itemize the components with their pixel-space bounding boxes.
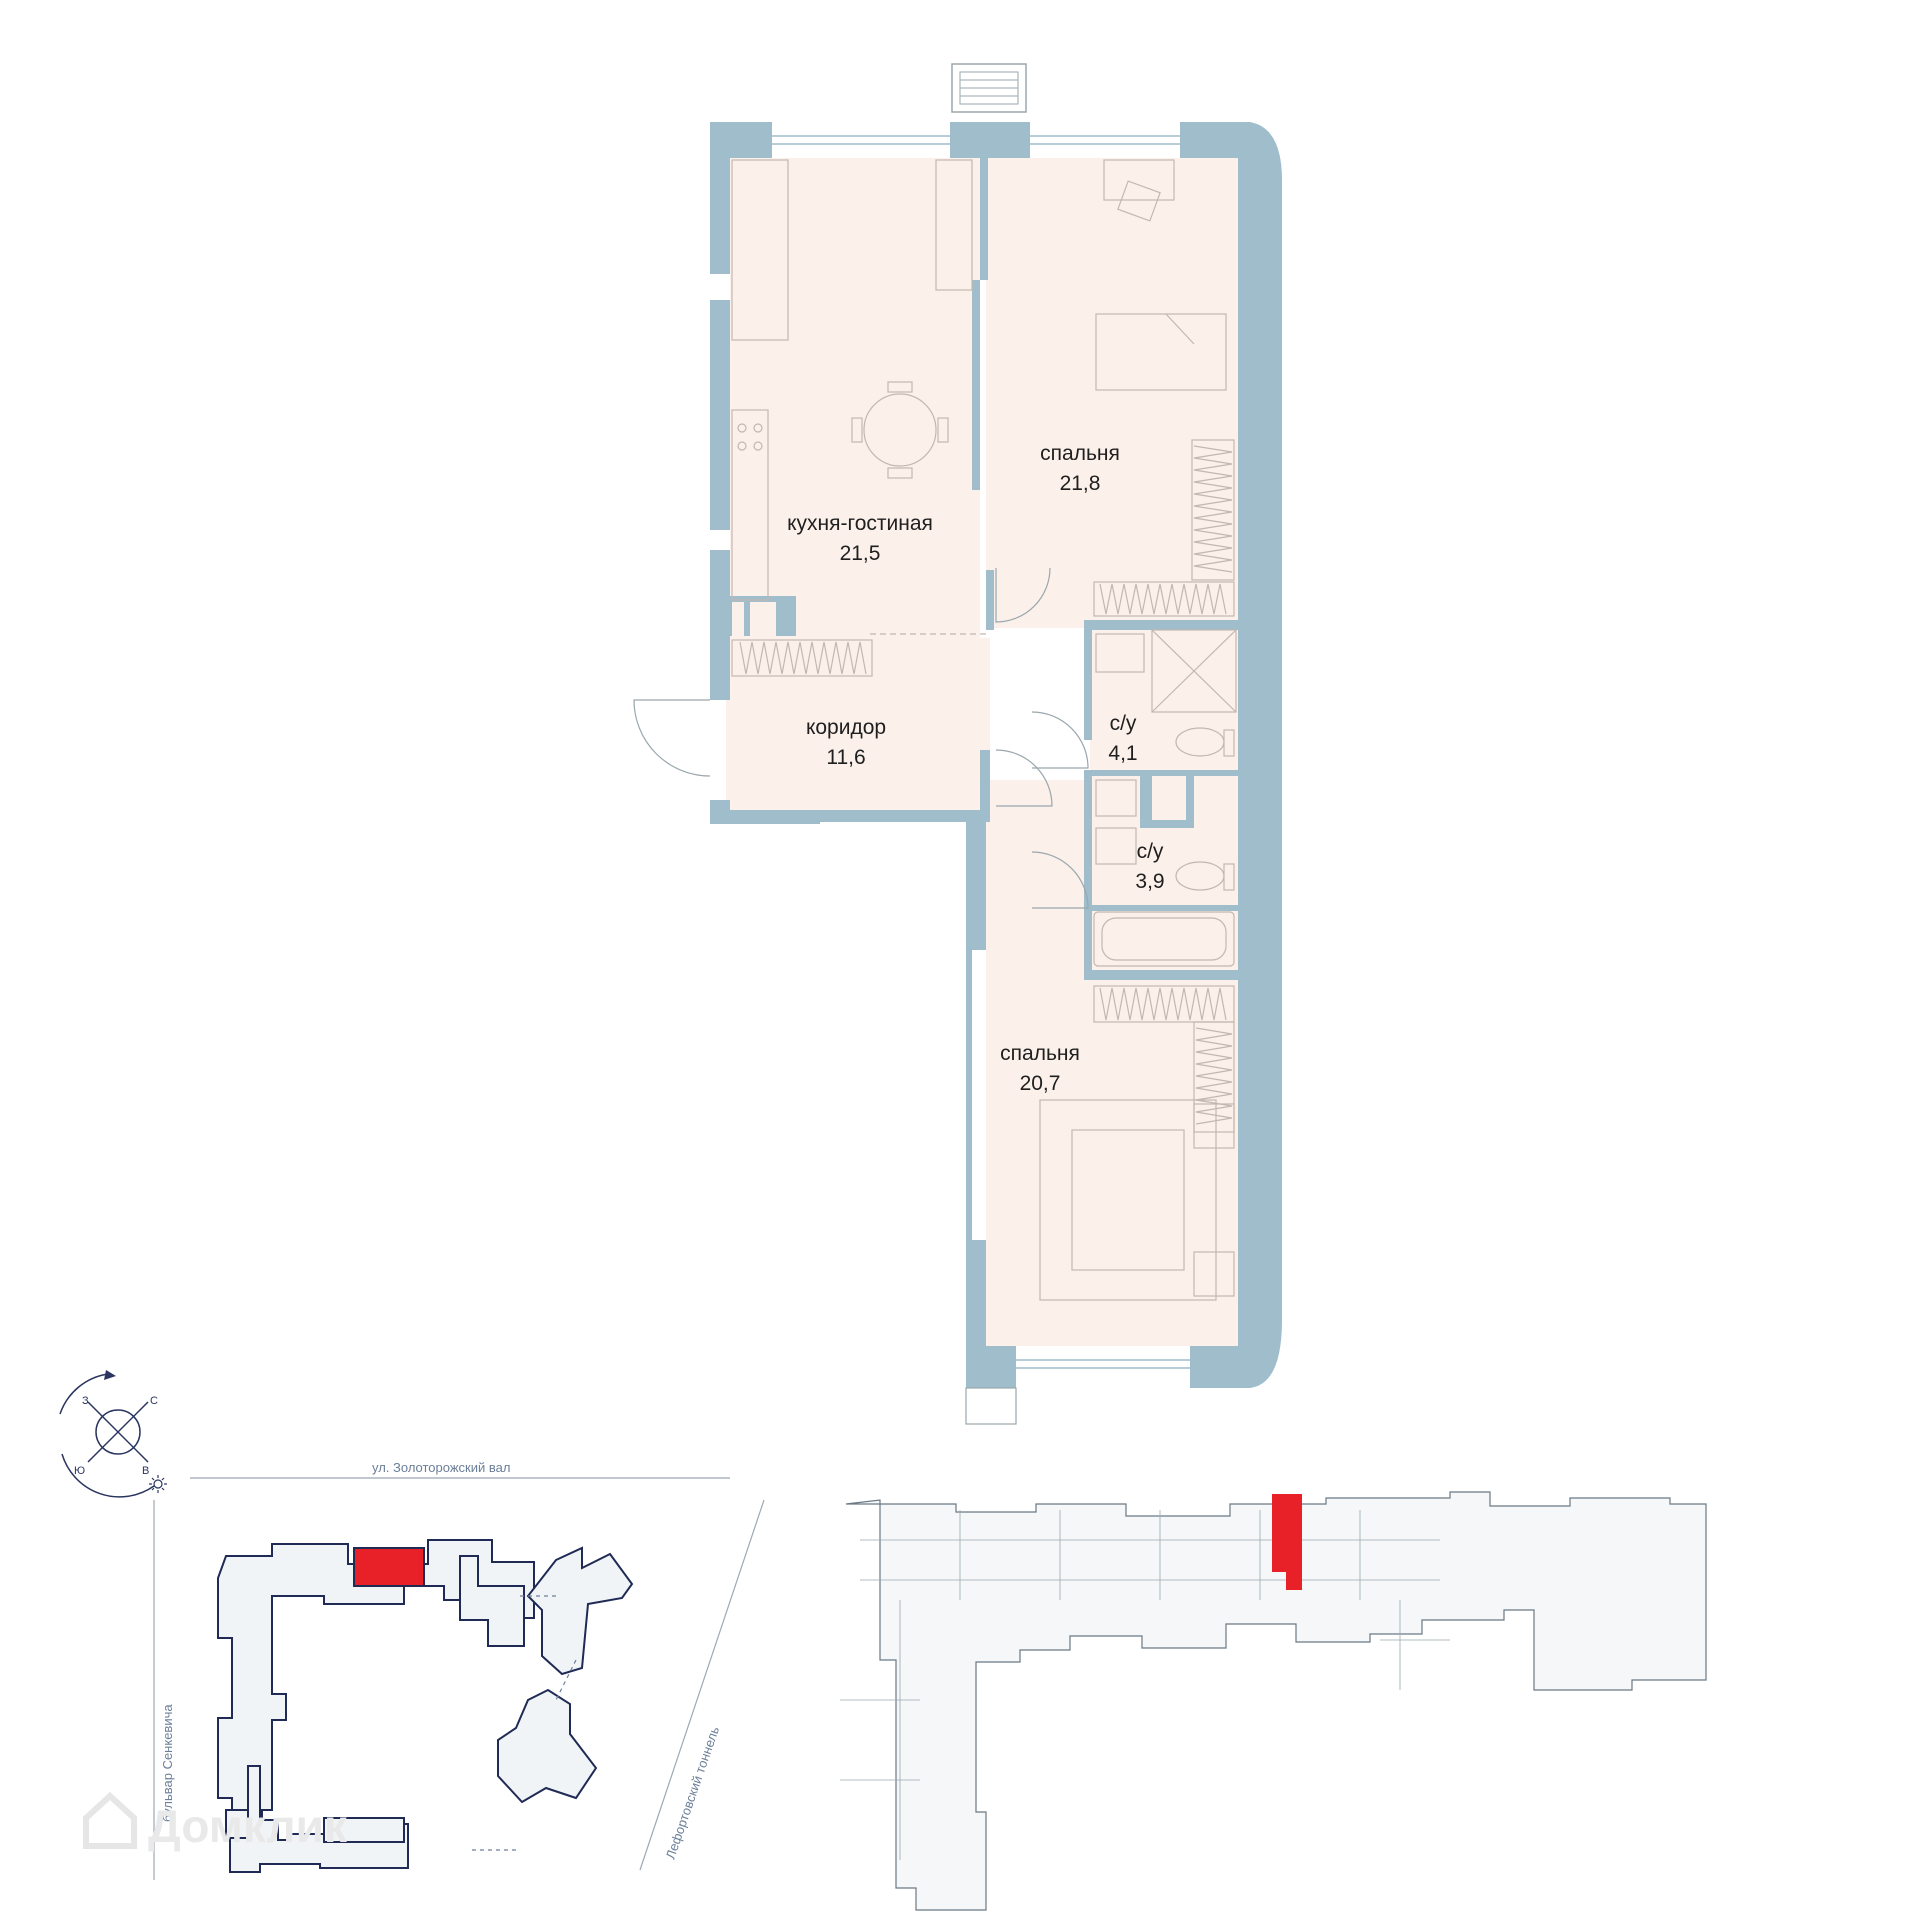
compass-south-label: Ю (74, 1465, 85, 1477)
street-label-west: бульвар Сенкевича (160, 1704, 175, 1822)
compass-north-label: С (150, 1395, 158, 1407)
room-name-bedroom-2: спальня (1000, 1042, 1080, 1065)
furniture (731, 159, 1237, 1301)
floor-areas (726, 158, 1238, 1346)
room-area-bedroom-2: 20,7 (1020, 1072, 1061, 1095)
room-area-kitchen-living: 21,5 (840, 542, 881, 565)
room-area-corridor: 11,6 (826, 746, 865, 769)
site-highlight-section (353, 1547, 425, 1587)
compass-west-label: З (82, 1395, 89, 1407)
room-name-bathroom-1: с/у (1110, 712, 1137, 735)
sun-icon (149, 1475, 167, 1493)
apartment-plan: кухня-гостиная 21,5 спальня 21,8 коридор… (633, 63, 1282, 1425)
room-area-bathroom-2: 3,9 (1135, 870, 1164, 893)
compass-arc-icon (61, 1453, 155, 1498)
compass-east-label: В (142, 1465, 149, 1477)
floor-key-plan (840, 1491, 1707, 1911)
loggia (951, 63, 1027, 113)
windows (772, 135, 1190, 1369)
loggia-bottom (965, 1387, 1017, 1425)
doors (633, 567, 1089, 909)
room-name-bathroom-2: с/у (1137, 840, 1164, 863)
walls (710, 122, 1282, 1388)
room-name-kitchen-living: кухня-гостиная (787, 512, 933, 535)
street-label-north: ул. Золоторожский вал (372, 1460, 510, 1475)
room-labels: кухня-гостиная 21,5 спальня 21,8 коридор… (787, 442, 1164, 1095)
street-label-east: Лефортовский тоннель (663, 1724, 723, 1861)
room-name-corridor: коридор (806, 716, 886, 739)
room-name-bedroom-1: спальня (1040, 442, 1120, 465)
site-buildings (217, 1539, 634, 1873)
room-area-bedroom-1: 21,8 (1060, 472, 1101, 495)
watermark-text: Домклик (148, 1800, 348, 1852)
room-area-bathroom-1: 4,1 (1108, 742, 1137, 765)
key-plan-highlight-apartment (1272, 1494, 1302, 1572)
watermark: Домклик (83, 1791, 348, 1852)
compass: С З Ю В (59, 1370, 167, 1498)
house-logo-icon (83, 1791, 137, 1849)
